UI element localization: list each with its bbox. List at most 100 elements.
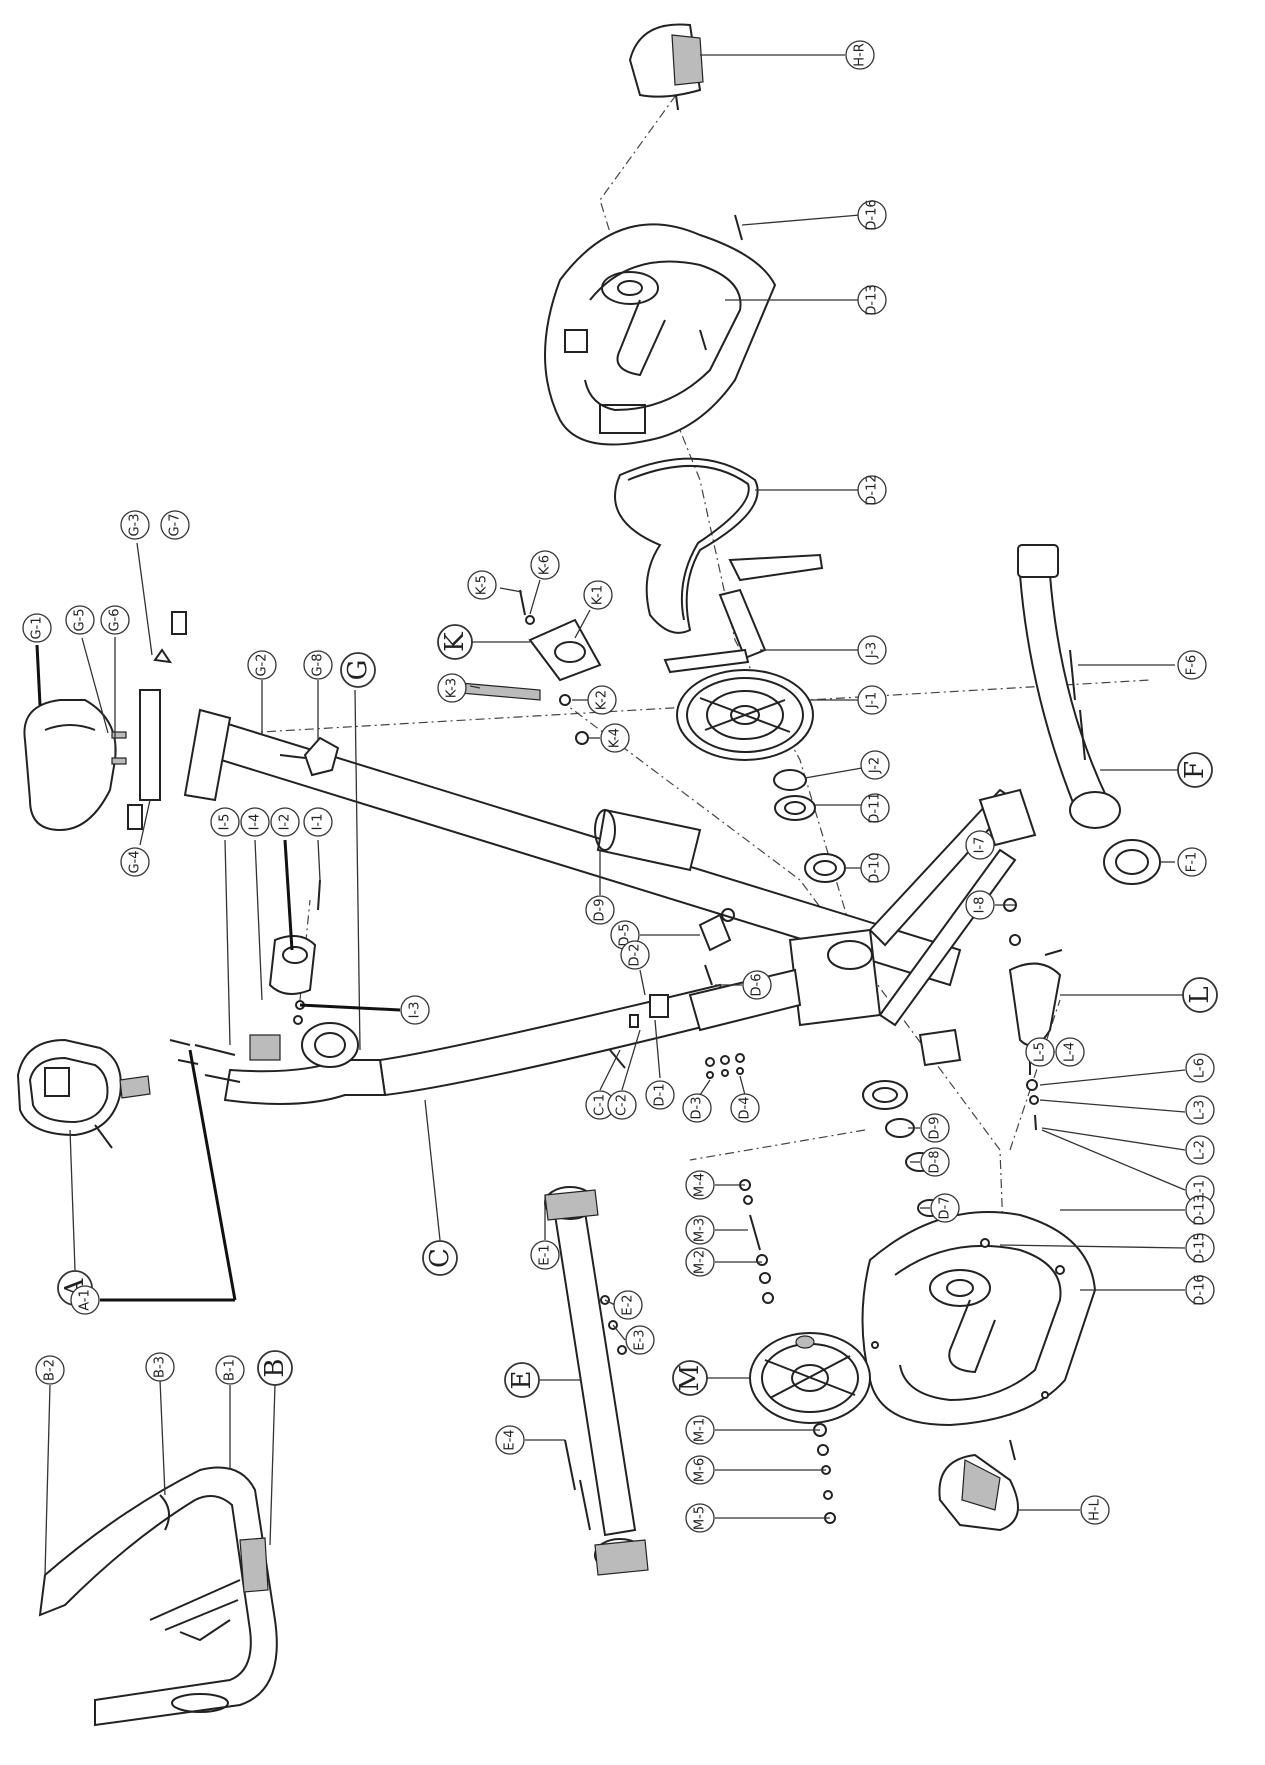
callout-text: J-1	[865, 692, 880, 709]
callout-text: D-6	[750, 974, 765, 997]
callout-circle	[685, 1247, 715, 1277]
callout-m-2: M-2	[685, 1247, 715, 1277]
callout-text: K-1	[591, 585, 606, 605]
callout-text: D-2	[628, 944, 643, 967]
callout-circle	[160, 510, 190, 540]
callout-i-7: I-7	[965, 830, 995, 860]
callout-text: G-2	[255, 653, 270, 676]
callout-circle	[607, 1090, 637, 1120]
callout-circle	[620, 940, 650, 970]
callout-text: D-8	[928, 1151, 943, 1174]
leader-lines	[35, 54, 1186, 1576]
callout-circle	[920, 1147, 950, 1177]
callout-circle	[860, 793, 890, 823]
callout-text: I-2	[278, 814, 293, 831]
callout-circle	[1182, 977, 1218, 1013]
callout-circle	[1185, 1053, 1215, 1083]
callout-d-1: D-1	[645, 1080, 675, 1110]
crank-bearings	[773, 769, 846, 883]
callout-circle	[857, 685, 887, 715]
callout-d-10: D-10	[860, 852, 890, 884]
callout-text: J-2	[868, 757, 883, 774]
callout-c-1: C-1	[585, 1090, 615, 1120]
saddle-and-seatpost	[23, 611, 962, 987]
callout-circle	[215, 1355, 245, 1385]
callout-text: G-7	[168, 513, 183, 536]
left-pedal	[938, 1439, 1019, 1532]
callout-text: J-3	[865, 642, 880, 659]
seat-tube	[1017, 544, 1161, 885]
callout-l-2: L-2	[1185, 1135, 1215, 1165]
callout-k-1: K-1	[583, 580, 613, 610]
callout-text: B-2	[43, 1359, 58, 1381]
callout-circle	[1185, 1135, 1215, 1165]
callout-g-5: G-5	[65, 605, 95, 635]
callout-text: E-3	[633, 1329, 648, 1350]
callout-l-5: L-5	[1025, 1037, 1055, 1067]
callout-b: B	[257, 1350, 293, 1386]
callout-g-6: G-6	[100, 605, 130, 635]
callout-circle	[340, 652, 376, 688]
callout-text: G	[343, 660, 373, 681]
callout-k-2: K-2	[587, 685, 617, 715]
callout-circle	[1185, 1275, 1215, 1305]
callout-d-6: D-6	[742, 970, 772, 1000]
callout-d-3: D-3	[682, 1093, 712, 1123]
rear-stabilizer	[544, 1186, 649, 1576]
callout-circle	[860, 853, 890, 883]
upper-chain-cover	[544, 214, 777, 446]
callout-text: D-1	[653, 1084, 668, 1107]
callout-l-3: L-3	[1185, 1095, 1215, 1125]
callout-m: M	[672, 1360, 708, 1396]
callout-k-5: K-5	[467, 570, 497, 600]
callout-e-1: E-1	[530, 1240, 560, 1270]
callout-text: L-3	[1193, 1100, 1208, 1120]
callout-text: C	[425, 1248, 455, 1268]
callout-k-3: K-3	[437, 673, 467, 703]
callout-d-11: D-11	[860, 792, 890, 824]
callout-circle	[303, 650, 333, 680]
callout-k-6: K-6	[530, 550, 560, 580]
callout-circle	[145, 1352, 175, 1382]
callout-circle	[860, 750, 890, 780]
callout-text: L	[1185, 986, 1215, 1003]
callout-circle	[257, 1350, 293, 1386]
callout-j-2: J-2	[860, 750, 890, 780]
callout-text: D-5	[618, 924, 633, 947]
callout-i-2: I-2	[270, 807, 300, 837]
callout-text: A-1	[78, 1289, 93, 1311]
callout-g-3: G-3	[120, 510, 150, 540]
callout-text: G-4	[128, 850, 143, 873]
callout-g-8: G-8	[303, 650, 333, 680]
callout-circle	[1177, 847, 1207, 877]
callout-text: D-12	[865, 474, 880, 505]
callout-text: E	[507, 1371, 537, 1390]
callout-g-4: G-4	[120, 847, 150, 877]
callout-text: L-2	[1193, 1140, 1208, 1160]
callout-text: M-2	[693, 1250, 708, 1274]
callout-text: M-3	[693, 1218, 708, 1242]
callout-text: L-1	[1193, 1180, 1208, 1200]
callout-text: F	[1180, 761, 1210, 779]
callout-circle	[685, 1503, 715, 1533]
callout-circle	[742, 970, 772, 1000]
seat-sleeve	[594, 808, 735, 952]
handlebar	[38, 1466, 278, 1727]
callout-text: E-2	[621, 1294, 636, 1315]
callout-b-3: B-3	[145, 1352, 175, 1382]
callout-i-4: I-4	[240, 807, 270, 837]
callout-text: D-9	[928, 1117, 943, 1140]
callout-circle	[730, 1093, 760, 1123]
callout-circle	[613, 1290, 643, 1320]
callout-circle	[1177, 650, 1207, 680]
callout-e-3: E-3	[625, 1325, 655, 1355]
callout-circle	[685, 1455, 715, 1485]
callout-circle	[504, 1362, 540, 1398]
callout-text: D-4	[738, 1097, 753, 1120]
callout-l-6: L-6	[1185, 1053, 1215, 1083]
callout-circle	[1185, 1195, 1215, 1225]
callout-text: G-1	[30, 616, 45, 639]
callout-text: I-3	[408, 1002, 423, 1019]
